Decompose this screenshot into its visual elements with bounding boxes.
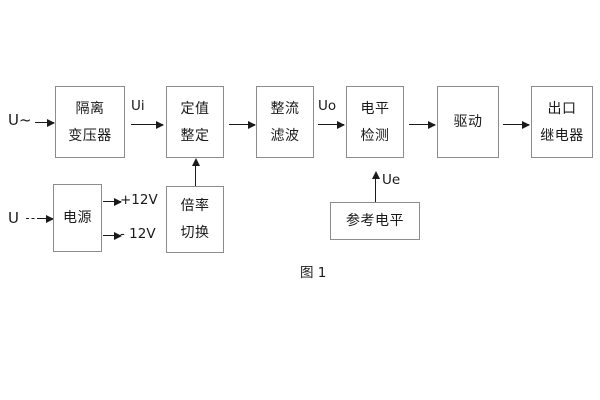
block-setting-value-line1: 定值 — [180, 100, 210, 117]
dashed-lead-input-dc — [26, 218, 40, 219]
block-rectify-filter-line1: 整流 — [270, 100, 300, 117]
input-label-dc: U — [8, 209, 19, 227]
arrow-isolation-transformer-to-setting-value — [131, 120, 164, 129]
arrow-setting-value-to-rectify-filter — [229, 120, 256, 129]
block-rectify-filter: 整流 滤波 — [256, 86, 314, 158]
block-output-relay: 出口 继电器 — [531, 86, 593, 158]
block-level-detect-line2: 检测 — [360, 127, 390, 144]
block-power-supply: 电源 — [53, 184, 102, 252]
block-reference-level: 参考电平 — [330, 202, 420, 240]
block-multiplier-switch-line2: 切换 — [180, 225, 210, 241]
block-level-detect: 电平 检测 — [346, 86, 404, 158]
arrow-rail-positive — [103, 197, 122, 206]
block-rectify-filter-line2: 滤波 — [270, 127, 300, 144]
arrow-multiplier-switch-to-setting-value — [191, 158, 200, 186]
block-level-detect-line1: 电平 — [360, 100, 390, 117]
rail-label-positive: +12V — [120, 192, 158, 208]
block-power-supply-line1: 电源 — [63, 210, 92, 226]
block-setting-value: 定值 整定 — [166, 86, 224, 158]
block-isolation-transformer-line1: 隔离 — [75, 100, 105, 117]
arrow-reference-level-to-level-detect — [371, 171, 380, 202]
arrow-drive-to-output-relay — [503, 120, 530, 129]
signal-label-uo: Uo — [318, 98, 337, 114]
input-label-ac: U~ — [8, 111, 32, 129]
figure-caption: 图 1 — [300, 265, 327, 281]
arrow-input-ac-to-isolation-transformer — [35, 118, 55, 127]
rail-label-negative: - 12V — [120, 226, 156, 242]
block-isolation-transformer-line2: 变压器 — [68, 127, 112, 144]
block-multiplier-switch-line1: 倍率 — [180, 198, 210, 214]
block-isolation-transformer: 隔离 变压器 — [55, 86, 125, 158]
arrow-rail-negative — [103, 231, 122, 240]
block-output-relay-line1: 出口 — [547, 100, 577, 117]
block-multiplier-switch: 倍率 切换 — [166, 186, 224, 253]
block-drive-line1: 驱动 — [453, 114, 483, 130]
block-drive: 驱动 — [437, 86, 499, 158]
arrow-input-dc-to-power-supply — [40, 214, 54, 223]
arrow-level-detect-to-drive — [409, 120, 436, 129]
block-setting-value-line2: 整定 — [180, 127, 210, 144]
signal-label-ui: Ui — [131, 98, 145, 114]
signal-label-ue: Ue — [382, 172, 401, 188]
arrow-rectify-filter-to-level-detect — [318, 120, 345, 129]
block-output-relay-line2: 继电器 — [540, 127, 584, 144]
block-reference-level-line1: 参考电平 — [346, 213, 404, 229]
